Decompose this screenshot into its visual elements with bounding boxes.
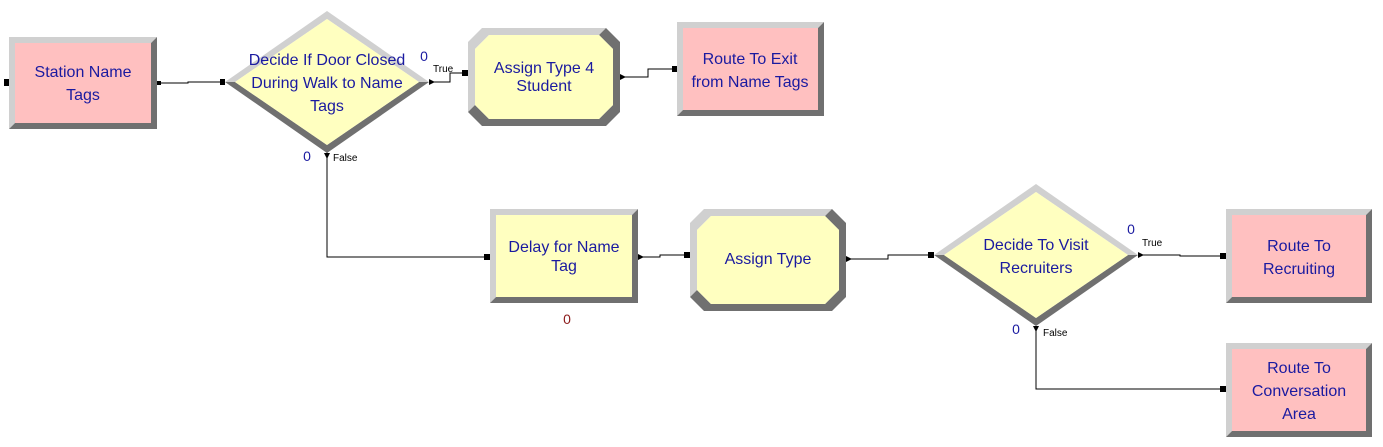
assign-type-label: Assign Type [725, 251, 812, 268]
connector-decide-visit-true-to-route-recruiting[interactable] [1138, 254, 1222, 257]
decide-visit-entry-port[interactable] [928, 252, 934, 258]
route-conversation-entry-port[interactable] [1220, 386, 1226, 392]
assign4-body [475, 35, 613, 119]
route-exit-body [683, 28, 818, 110]
decide-visit-false-label: False [1043, 328, 1068, 339]
decide-door-true-port[interactable] [429, 79, 435, 85]
decide-door-false-counter: 0 [303, 148, 311, 164]
decide-visit-true-label: True [1142, 238, 1163, 249]
connector-decide-door-false-to-delay[interactable] [326, 152, 488, 258]
decide-visit-body [944, 192, 1128, 318]
station-entry-port[interactable] [4, 79, 9, 86]
route-recruiting-entry-port[interactable] [1220, 253, 1226, 259]
station-exit-port[interactable] [157, 81, 161, 85]
assign4-entry-port[interactable] [462, 70, 468, 76]
connectors [158, 68, 1222, 390]
assign-type-entry-port[interactable] [684, 252, 690, 258]
decide-door-false-port[interactable] [324, 153, 330, 159]
connector-assign-type-to-decide-visit[interactable] [846, 254, 931, 260]
route-conversation-body [1232, 349, 1366, 431]
decide-door-true-counter: 0 [420, 48, 428, 64]
assign4-exit-port[interactable] [620, 74, 626, 80]
connector-decide-visit-false-to-route-conversation[interactable] [1035, 328, 1222, 390]
delay-counter: 0 [563, 311, 571, 327]
delay-exit-port[interactable] [638, 254, 644, 260]
route-exit-entry-port[interactable] [672, 66, 677, 72]
assign-type-exit-port[interactable] [846, 256, 852, 262]
decide-door-false-label: False [333, 153, 358, 164]
assign-type-body [697, 216, 839, 304]
connector-decide-door-true-to-assign4[interactable] [432, 72, 465, 83]
delay-body [496, 215, 632, 297]
decide-visit-true-counter: 0 [1127, 221, 1135, 237]
station-body [15, 43, 151, 123]
decide-door-body [235, 19, 419, 145]
decide-door-entry-port[interactable] [220, 79, 225, 85]
connector-delay-to-assign-type[interactable] [638, 254, 688, 258]
decide-door-true-label: True [433, 64, 454, 75]
decide-visit-false-port[interactable] [1033, 326, 1039, 332]
delay-entry-port[interactable] [484, 254, 490, 260]
connector-assign4-to-route-exit[interactable] [622, 68, 676, 78]
route-recruiting-body [1232, 215, 1366, 297]
decide-visit-true-port[interactable] [1138, 252, 1144, 258]
decide-visit-false-counter: 0 [1012, 321, 1020, 337]
module-assign-type[interactable]: Assign Type [684, 209, 852, 311]
connector-station-to-decide-door[interactable] [158, 81, 222, 84]
